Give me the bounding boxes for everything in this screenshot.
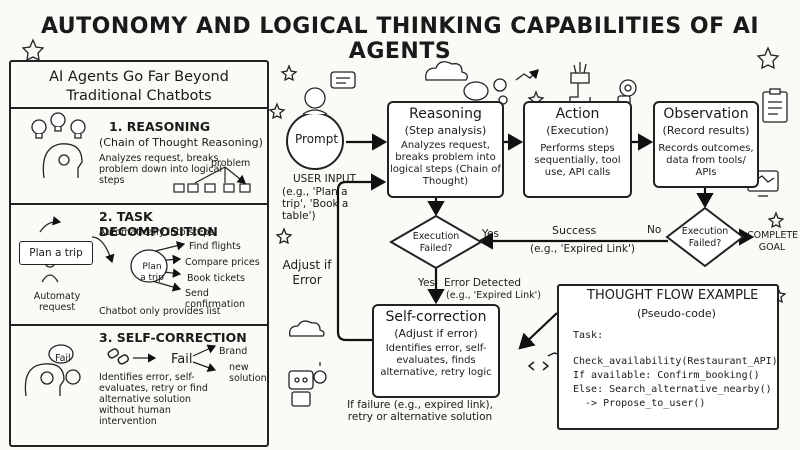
- problem-label: problem: [211, 158, 251, 169]
- decision-diamond-right: [665, 206, 745, 268]
- plan-trip-node-label: Plan a trip: [140, 262, 164, 283]
- decision-diamond-left: [389, 214, 483, 270]
- observation-box-title: Observation: [663, 106, 749, 122]
- code-bracket-icon: [527, 352, 559, 371]
- page-title: AUTONOMY AND LOGICAL THINKING CAPABILITI…: [40, 14, 760, 64]
- self-correction-desc: Identifies error, self-evaluates, retry …: [99, 372, 208, 427]
- prompt-example: (e.g., 'Plan a trip', 'Book a table'): [282, 186, 349, 222]
- code-line: -> Propose_to_user(): [573, 398, 706, 409]
- reasoning-subtitle: (Chain of Thought Reasoning): [99, 136, 263, 149]
- broken-link-icon: [107, 348, 129, 365]
- code-line: If available: Confirm_booking(): [573, 370, 760, 381]
- head-icon: [42, 143, 83, 179]
- reasoning-box-title: Reasoning: [409, 106, 482, 122]
- fail-bubble-label: Fail: [55, 353, 71, 364]
- yes-label: Yes: [482, 228, 499, 240]
- code-card-title: THOUGHT FLOW EXAMPLE: [587, 288, 759, 303]
- adjust-if-error-label: Adjust if Error: [282, 258, 332, 287]
- prompt-label: Prompt: [295, 132, 339, 146]
- cloud-icon: [289, 61, 468, 337]
- action-box-body: Performs steps sequentially, tool use, A…: [534, 143, 621, 178]
- plan-trip-node: [130, 249, 168, 283]
- fail-label: Fail: [171, 352, 193, 367]
- head-gear-icon: [24, 363, 81, 397]
- self-correction-title: 3. SELF-CORRECTION: [99, 330, 247, 345]
- code-line: Else: Search_alternative_nearby(): [573, 384, 772, 395]
- decision-left-label: Execution Failed?: [412, 231, 460, 254]
- automaty-request-label: Automaty request: [33, 291, 81, 313]
- code-line: Check_availability(Restaurant_API): [573, 356, 778, 367]
- expired-link-label: (e.g., 'Expired Link'): [530, 243, 635, 255]
- clipboard-icon: [762, 88, 788, 123]
- brand-label: Brand: [219, 346, 248, 357]
- reasoning-title: 1. REASONING: [109, 119, 211, 134]
- new-solution-label: new solution: [229, 362, 267, 384]
- self-correction-box: Self-correction (Adjust if error) Identi…: [372, 304, 500, 398]
- user-input-label: USER INPUT: [293, 173, 356, 185]
- action-box-title: Action: [555, 106, 600, 122]
- self-correction-box-title: Self-correction: [385, 309, 487, 325]
- reasoning-box-body: Analyzes request, breaks problem into lo…: [390, 140, 501, 187]
- failure-note: If failure (e.g., expired link), retry o…: [347, 399, 493, 423]
- plan-trip-box: Plan a trip: [19, 241, 93, 265]
- left-panel: AI Agents Go Far Beyond Traditional Chat…: [9, 60, 269, 447]
- self-correction-box-body: Identifies error, self-evaluates, finds …: [380, 343, 492, 378]
- user-avatar-icon: [302, 71, 356, 115]
- robot-arm-icon: [515, 62, 591, 104]
- observation-box: Observation (Record results) Records out…: [653, 101, 759, 188]
- step-compare-prices: Compare prices: [185, 257, 260, 268]
- step-send-confirmation: Send confirmation: [185, 288, 246, 310]
- action-box: Action (Execution) Performs steps sequen…: [523, 101, 632, 198]
- left-panel-heading: AI Agents Go Far Beyond Traditional Chat…: [49, 69, 229, 104]
- complete-goal-label: COMPLETE GOAL: [747, 230, 799, 253]
- observation-box-subtitle: (Record results): [662, 124, 750, 137]
- section-decomposition: 2. TASK DECOMPOSITION Automatically into…: [11, 203, 267, 326]
- code-card-subtitle: (Pseudo-code): [637, 307, 716, 320]
- speech-bubble-icon: [48, 344, 74, 364]
- reasoning-box-subtitle: (Step analysis): [404, 124, 487, 137]
- no-label: No: [647, 224, 662, 236]
- step-book-tickets: Book tickets: [187, 273, 245, 284]
- problem-tree: [173, 166, 250, 193]
- error-detected-label: Error Detected: [444, 277, 522, 289]
- self-correction-arrows: [133, 344, 217, 373]
- section-reasoning: 1. REASONING (Chain of Thought Reasoning…: [11, 107, 267, 249]
- error-example-label: (e.g., 'Expired Link'): [446, 290, 541, 301]
- decomposition-title: 2. TASK DECOMPOSITION: [99, 209, 218, 239]
- robot-icon: [288, 362, 327, 407]
- observation-box-body: Records outcomes, data from tools/ APIs: [658, 143, 754, 178]
- chatbot-note: Chatbot only provides list: [99, 306, 221, 317]
- decision-right-label: Execution Failed?: [681, 226, 729, 249]
- lightbulb-icon: [31, 112, 86, 139]
- section-self-correction: 3. SELF-CORRECTION Fail Fail Brand new s…: [11, 324, 267, 447]
- step-find-flights: Find flights: [189, 241, 241, 252]
- self-correction-box-subtitle: (Adjust if error): [394, 327, 478, 340]
- thought-flow-card: THOUGHT FLOW EXAMPLE (Pseudo-code) Task:…: [557, 284, 779, 430]
- success-label: Success: [552, 224, 597, 237]
- code-line: Task:: [573, 330, 604, 341]
- action-box-subtitle: (Execution): [546, 124, 609, 137]
- reasoning-desc: Analyzes request, breaks problem down in…: [99, 153, 223, 186]
- reasoning-box: Reasoning (Step analysis) Analyzes reque…: [387, 101, 504, 198]
- yes-down-label: Yes: [418, 277, 435, 289]
- decomposition-subtitle: Automatically into steps: [99, 227, 215, 238]
